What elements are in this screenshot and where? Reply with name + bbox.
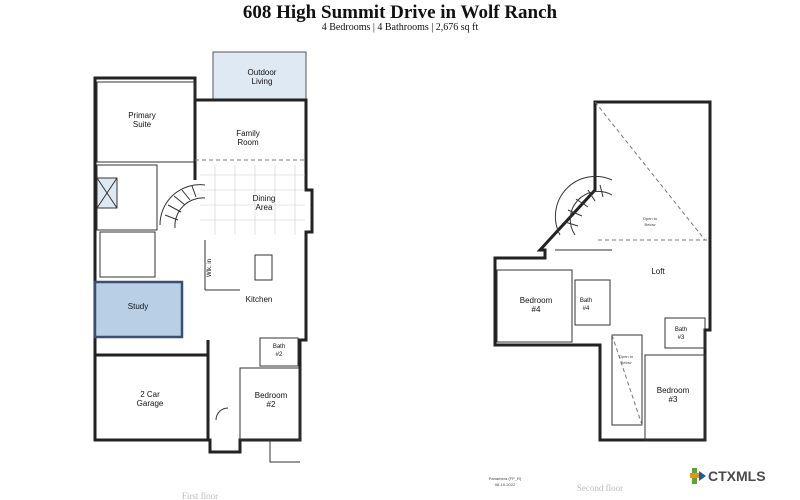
open-to-below-label-1b: Below: [645, 222, 656, 227]
walk-in-label: Wlk. in: [207, 259, 213, 277]
first-floor-plan: Outdoor Living Primary Suite Family Room…: [93, 51, 314, 500]
logo-text: CTXMLS: [708, 468, 766, 484]
logo-mark-blue: [699, 471, 706, 481]
garage-label-1: 2 Car: [140, 390, 160, 399]
bedroom-2-label-2: #2: [267, 400, 276, 409]
ctxmls-logo: CTXMLS: [690, 468, 766, 484]
dining-area-label-1: Dining: [253, 194, 276, 203]
primary-suite-label-2: Suite: [133, 120, 152, 129]
page-subtitle: 4 Bedrooms | 4 Bathrooms | 2,676 sq ft: [321, 22, 479, 33]
bath-4-label-1: Bath: [580, 298, 592, 304]
study-room: [93, 280, 184, 339]
bath-2-label-2: #2: [276, 352, 283, 358]
family-room-label-2: Room: [237, 138, 259, 147]
study-label: Study: [128, 302, 148, 311]
primary-suite-label-1: Primary: [128, 111, 156, 120]
bedroom-4-label-1: Bedroom: [520, 296, 553, 305]
dining-area-label-2: Area: [256, 203, 273, 212]
bedroom-3-label-2: #3: [669, 395, 678, 404]
bath-3-label-2: #3: [678, 335, 685, 341]
open-to-below-label-2b: Below: [621, 360, 632, 365]
second-floor-caption: Second floor: [577, 483, 623, 493]
logo-mark-orange: [690, 473, 702, 478]
plan-note-line-2: 08-19-2022: [495, 482, 516, 487]
second-floor-plan: Open to Below Loft Bedroom #4 Bath #4 Ba…: [489, 100, 712, 493]
plan-note-line-1: Panamera (FP_R): [489, 476, 522, 481]
stair-treads: [164, 185, 197, 221]
bedroom-3-label-1: Bedroom: [657, 386, 690, 395]
stair-treads-upper: [564, 184, 604, 227]
page-title: 608 High Summit Drive in Wolf Ranch: [242, 2, 558, 23]
bath-2-label-1: Bath: [273, 344, 285, 350]
dining-tile-grid: [200, 165, 305, 235]
outdoor-living-label-1: Outdoor: [248, 68, 277, 77]
first-floor-caption: First floor: [182, 491, 218, 500]
outdoor-living-label-2: Living: [252, 77, 273, 86]
bath-3-label-1: Bath: [675, 327, 687, 333]
bath-4-label-2: #4: [583, 306, 590, 312]
loft-label: Loft: [651, 267, 665, 276]
family-room-label-1: Family: [236, 129, 260, 138]
garage-label-2: Garage: [137, 399, 164, 408]
open-to-below-label-2a: Open to: [619, 354, 634, 359]
bedroom-2-label-1: Bedroom: [255, 391, 288, 400]
outdoor-living-area: [212, 51, 307, 100]
open-to-below-label-1a: Open to: [643, 216, 658, 221]
kitchen-label: Kitchen: [246, 295, 273, 304]
bedroom-4-label-2: #4: [532, 305, 541, 314]
